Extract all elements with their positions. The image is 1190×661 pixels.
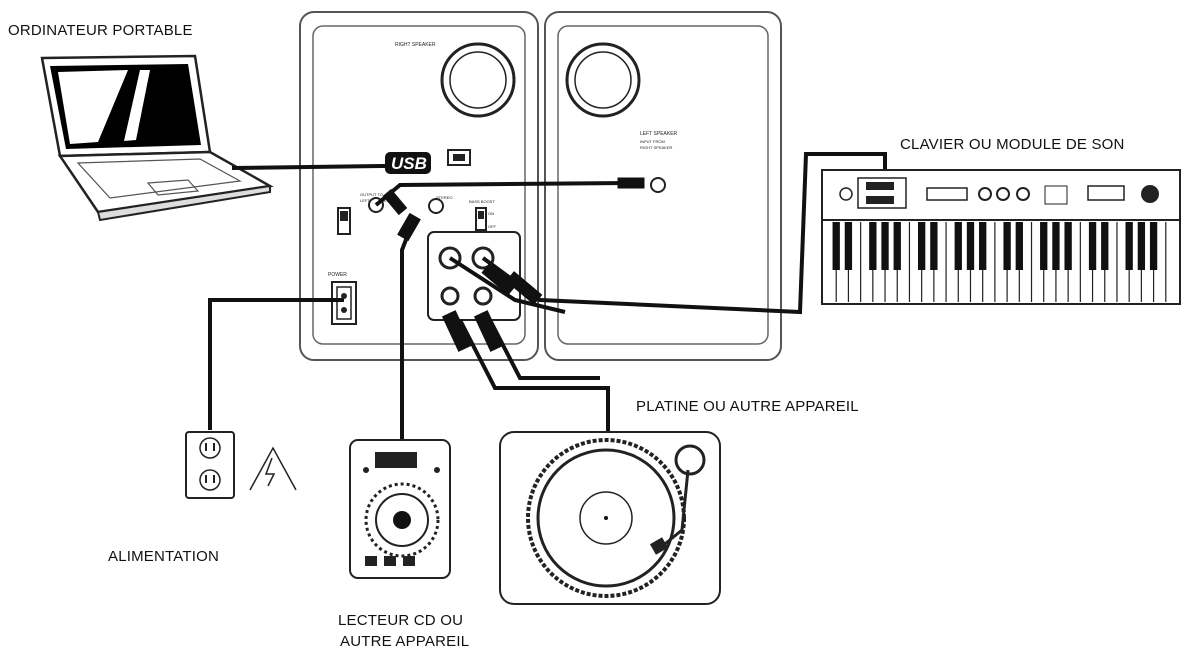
left-speaker-sub2: RIGHT SPEAKER xyxy=(640,145,672,150)
black-key xyxy=(1052,222,1060,270)
voltage-switch-icon xyxy=(337,207,351,235)
left-speaker-text: LEFT SPEAKER xyxy=(640,131,678,137)
black-key xyxy=(1137,222,1146,270)
black-key xyxy=(1015,222,1023,270)
black-key xyxy=(1101,222,1109,270)
black-key xyxy=(979,222,987,270)
black-key xyxy=(930,222,938,270)
left-speaker-icon xyxy=(544,11,782,361)
black-key xyxy=(1064,222,1072,270)
plugs xyxy=(382,177,645,352)
power-cable xyxy=(208,298,344,430)
turntable-icon xyxy=(499,431,721,605)
keyboard-icon xyxy=(821,169,1181,305)
power-panel-text: POWER xyxy=(328,272,347,278)
black-key xyxy=(1149,222,1158,270)
cd-label-line1: LECTEUR CD OU xyxy=(338,612,464,629)
off-text: OFF xyxy=(488,224,497,229)
on-text: ON xyxy=(488,211,494,216)
stereo-in-text: STEREO xyxy=(436,195,452,200)
wall-outlet-icon xyxy=(185,431,235,499)
black-key xyxy=(832,222,840,270)
power-socket-icon xyxy=(331,281,357,325)
plug-output xyxy=(382,188,408,216)
black-key xyxy=(893,222,901,270)
speaker-link-cable xyxy=(374,181,629,207)
output-left-text: OUTPUT TO xyxy=(360,192,383,197)
black-key xyxy=(1040,222,1048,270)
keyboard-cable-b xyxy=(448,256,566,314)
black-key xyxy=(1003,222,1011,270)
turntable-cable-a xyxy=(458,319,610,432)
right-speaker-text: RIGHT SPEAKER xyxy=(395,42,436,48)
cd-player-icon xyxy=(349,439,451,579)
power-label: ALIMENTATION xyxy=(108,548,220,565)
black-key xyxy=(881,222,889,270)
laptop-icon xyxy=(40,54,274,222)
usb-cable xyxy=(231,164,386,170)
plug-stereo-in xyxy=(397,212,421,242)
cd-label-line2: AUTRE APPAREIL xyxy=(340,633,470,650)
black-key xyxy=(869,222,877,270)
usb-text: USB xyxy=(391,154,427,173)
black-key xyxy=(966,222,975,270)
plug-rca-a xyxy=(441,310,473,352)
plug-quarter-b xyxy=(505,271,543,305)
black-key xyxy=(1125,222,1133,270)
input-jacks-panel-icon xyxy=(427,231,521,321)
black-key xyxy=(1088,222,1097,270)
bass-boost-text: BASS BOOST xyxy=(469,199,495,204)
black-key xyxy=(954,222,962,270)
left-speaker-sub1: INPUT FROM xyxy=(640,139,665,144)
turntable-label: PLATINE OU AUTRE APPAREIL xyxy=(636,398,859,415)
keyboard-label: CLAVIER OU MODULE DE SON xyxy=(900,136,1125,153)
bass-boost-switch-icon xyxy=(475,207,487,231)
stereo-in-jack-icon xyxy=(428,198,444,214)
black-key xyxy=(844,222,853,270)
plug-quarter-a xyxy=(481,262,517,296)
black-key xyxy=(917,222,926,270)
laptop-label: ORDINATEUR PORTABLE xyxy=(8,22,193,39)
plug-rca-b xyxy=(473,310,505,352)
plug-left-speaker xyxy=(617,177,645,189)
usb-logo-icon: USB xyxy=(385,149,471,174)
high-voltage-icon xyxy=(249,446,297,491)
